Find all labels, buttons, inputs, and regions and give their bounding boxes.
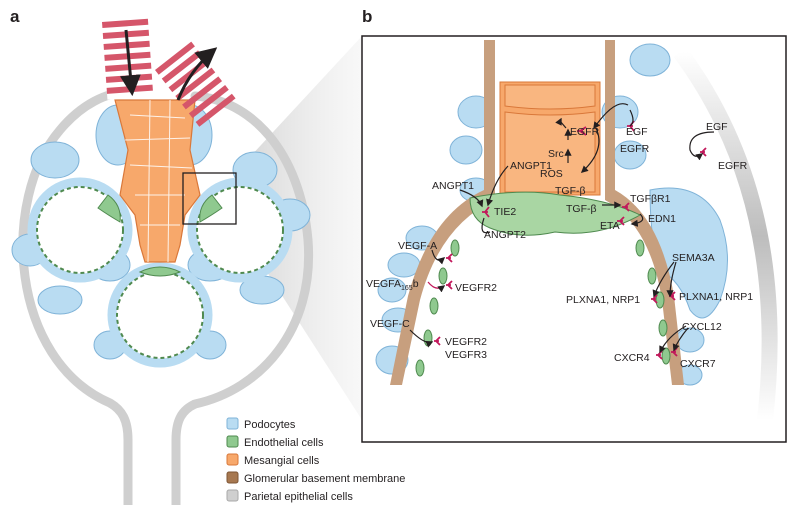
legend-swatch-endothelial [226, 435, 239, 448]
legend-parietal: Parietal epithelial cells [244, 491, 353, 503]
legend-swatch-gbm [226, 471, 239, 484]
legend-gbm: Glomerular basement membrane [244, 473, 405, 485]
label-plxna1-right: PLXNA1, NRP1 [679, 291, 753, 303]
label-egfr-top: EGFR [570, 126, 600, 138]
endothelial-a [97, 194, 223, 277]
label-vegfr3: VEGFR3 [445, 349, 487, 361]
label-vegfa: VEGF-A [398, 240, 437, 252]
afferent-arteriole [102, 18, 154, 100]
label-eta: ETA [600, 220, 620, 232]
panel-b: EGFR EGF EGFR Src ROS TGF-β ANGPT1 ANGPT… [361, 35, 787, 443]
label-cxcl12: CXCL12 [682, 321, 722, 333]
label-sema3a: SEMA3A [672, 252, 715, 264]
mesangial-cell-borders [124, 99, 193, 263]
label-tgfb-right: TGF-β [566, 203, 597, 215]
label-tgfbr1: TGFβR1 [630, 193, 671, 205]
endothelium-b [469, 191, 642, 236]
tubule-left [107, 399, 133, 505]
label-angpt1-left: ANGPT1 [432, 180, 474, 192]
legend: Podocytes Endothelial cells Mesangial ce… [226, 417, 405, 503]
label-tgfb-center: TGF-β [555, 185, 586, 197]
parietal-left [18, 90, 115, 408]
label-vegfr2-b: VEGFR2 [445, 336, 487, 348]
legend-mesangial: Mesangial cells [244, 455, 320, 467]
legend-podocytes: Podocytes [244, 419, 296, 431]
parietal-arc-b [673, 47, 778, 421]
tubule-right [171, 399, 198, 505]
label-cxcr7: CXCR7 [680, 358, 716, 370]
efferent-arteriole [155, 41, 236, 127]
signal-arrows [409, 103, 715, 354]
endothelial-beads [415, 239, 671, 377]
label-angpt1-center: ANGPT1 [510, 160, 552, 172]
label-src: Src [548, 148, 564, 160]
parietal-right [190, 91, 314, 409]
label-egf-far: EGF [706, 121, 728, 133]
labels: EGFR EGF EGFR Src ROS TGF-β ANGPT1 ANGPT… [366, 121, 753, 370]
zoom-box [182, 172, 237, 225]
panel-a: Podocytes Endothelial cells Mesangial ce… [11, 18, 405, 505]
mesangial-cells-b [504, 84, 596, 193]
label-vegfr2-a: VEGFR2 [455, 282, 497, 294]
mesangium-a [114, 99, 201, 263]
label-angpt2: ANGPT2 [484, 229, 526, 241]
legend-swatch-podocytes [226, 417, 239, 430]
label-egfr-right: EGFR [620, 143, 650, 155]
panel-b-label: b [362, 7, 372, 26]
label-cxcr4: CXCR4 [614, 352, 650, 364]
label-egfr-far: EGFR [718, 160, 748, 172]
label-tie2: TIE2 [494, 206, 516, 218]
label-vegfa165b: VEGFA165b [366, 278, 419, 292]
gbm-left [390, 40, 495, 385]
label-egf-top: EGF [626, 126, 648, 138]
podocytes-b [375, 43, 728, 386]
legend-endothelial: Endothelial cells [244, 437, 324, 449]
label-plxna1-left: PLXNA1, NRP1 [566, 294, 640, 306]
legend-swatch-parietal [226, 489, 239, 502]
receptors [434, 120, 707, 360]
label-edn1: EDN1 [648, 213, 676, 225]
panel-a-label: a [10, 7, 20, 26]
label-vegfc: VEGF-C [370, 318, 410, 330]
label-ros: ROS [540, 168, 563, 180]
legend-swatch-mesangial [226, 453, 239, 466]
